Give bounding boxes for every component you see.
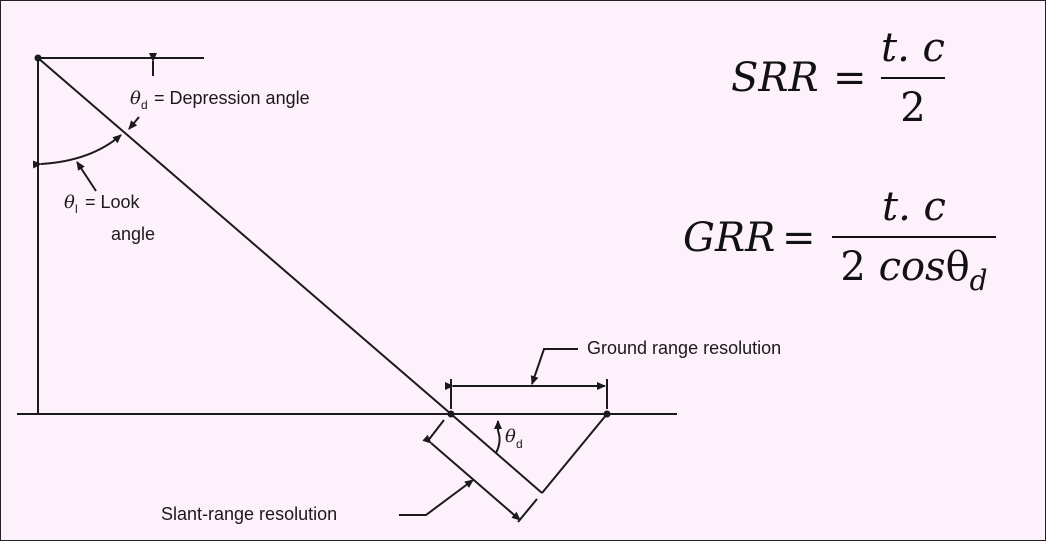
slant-dim-tick-bottom [517,498,538,523]
ground-range-resolution-label: Ground range resolution [587,338,781,358]
srr-fraction-bar [881,77,945,79]
slant-range-resolution-label: Slant-range resolution [161,504,337,524]
look-angle-leader [76,161,97,192]
depression-theta-sub: d [141,98,148,112]
grr-den-func: cos [878,244,946,290]
look-angle-label-line1: = Look [85,192,141,212]
slant-resolution-edge [450,413,543,494]
look-theta: θ [64,192,75,213]
srr-lhs: SRR [731,55,819,101]
ground-label-leader [530,348,578,385]
slant-label-leader [399,479,474,516]
ground-depression-arc [495,430,501,454]
grr-denominator: 2 cosθd [832,242,996,297]
srr-numerator: t. c [881,25,945,71]
ground-theta-sub: d [516,437,523,451]
srr-denominator: 2 [900,85,926,131]
grr-den-theta: θ [945,244,970,290]
srr-equals: = [833,55,867,101]
grr-lhs: GRR [683,215,776,261]
slant-dim-line [422,434,521,521]
grr-den-coef: 2 [840,244,866,290]
grr-fraction-bar [832,236,996,238]
platform-point [34,54,42,62]
slant-range-line [37,57,452,415]
depression-angle-label: = Depression angle [154,88,310,108]
depression-arrow-down [128,116,140,130]
look-angle-label-line2: angle [111,224,155,244]
look-theta-sub: l [75,202,78,216]
depression-theta: θ [130,88,141,109]
slant-dim-tick-top [426,419,445,443]
grr-equals: = [782,215,816,261]
grr-fraction: t. c 2 cosθd [832,182,996,297]
look-angle-arc [32,134,122,169]
ground-point-far [603,410,611,418]
wavefront-line [541,413,608,494]
grr-den-sub: d [969,264,988,297]
ground-theta: θ [505,426,516,447]
srr-fraction: t. c 2 [881,23,945,133]
grr-numerator: t. c [882,184,946,230]
ground-point-near [447,410,455,418]
